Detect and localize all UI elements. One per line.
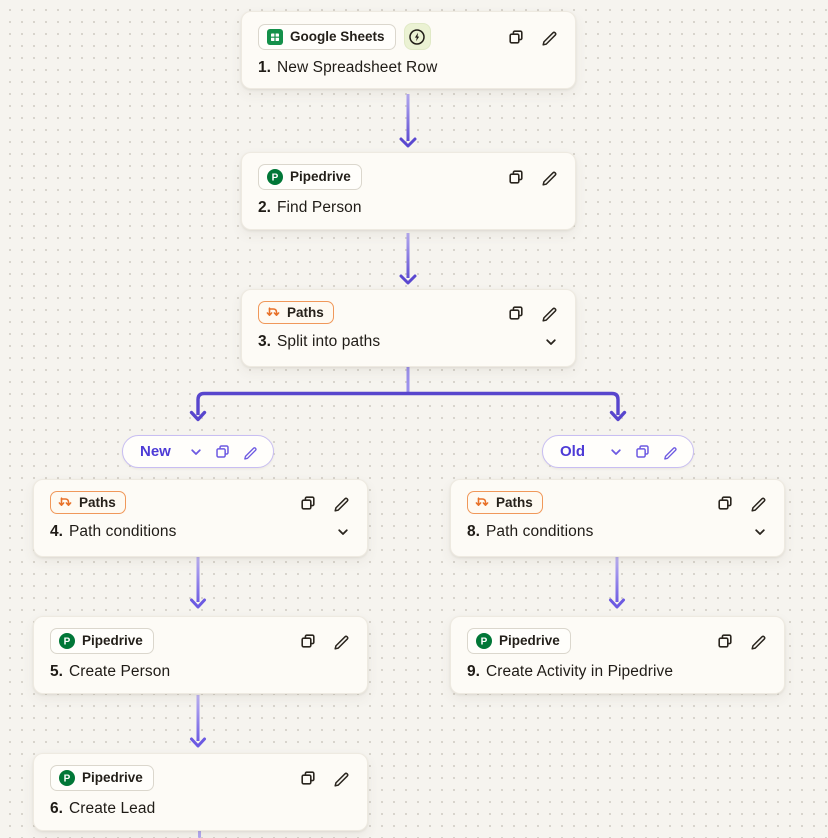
branch-edit-button[interactable] <box>661 443 679 461</box>
branch-label: New <box>140 443 171 460</box>
app-badge-pipedrive[interactable]: Pipedrive <box>50 628 154 654</box>
edit-step-button[interactable] <box>539 167 559 187</box>
app-badge-label: Pipedrive <box>82 633 143 649</box>
app-badge-paths[interactable]: Paths <box>50 491 126 514</box>
copy-step-button[interactable] <box>298 768 318 788</box>
pipedrive-icon <box>476 633 492 649</box>
copy-step-button[interactable] <box>298 631 318 651</box>
collapse-chevron-button[interactable] <box>335 524 351 540</box>
step-number: 1. <box>258 59 271 76</box>
step-number: 6. <box>50 800 63 817</box>
app-badge-pipedrive[interactable]: Pipedrive <box>467 628 571 654</box>
edit-step-button[interactable] <box>748 631 768 651</box>
branch-pill-old[interactable]: Old <box>542 435 694 468</box>
copy-step-button[interactable] <box>506 303 526 323</box>
app-badge-label: Paths <box>496 494 533 510</box>
collapse-chevron-button[interactable] <box>752 524 768 540</box>
step-title: New Spreadsheet Row <box>276 59 438 76</box>
branch-label: Old <box>560 443 585 460</box>
step-card-1[interactable]: Google Sheets 1. New Spreadsheet Row <box>241 11 576 89</box>
copy-step-button[interactable] <box>298 493 318 513</box>
step-card-4[interactable]: Paths 4. Path conditions <box>33 479 368 557</box>
connector-arrow-8-9 <box>609 556 625 609</box>
copy-step-button[interactable] <box>506 27 526 47</box>
google-sheets-icon <box>267 29 283 45</box>
step-number: 4. <box>50 523 63 540</box>
app-badge-pipedrive[interactable]: Pipedrive <box>50 765 154 791</box>
instant-trigger-icon[interactable] <box>403 23 431 50</box>
step-number: 8. <box>467 523 480 540</box>
step-title: Create Lead <box>68 800 156 817</box>
app-badge-label: Pipedrive <box>499 633 560 649</box>
connector-arrow-2-3 <box>399 233 417 285</box>
edit-step-button[interactable] <box>331 493 351 513</box>
branch-chevron-button[interactable] <box>188 444 204 460</box>
step-number: 3. <box>258 333 271 350</box>
app-badge-label: Paths <box>79 494 116 510</box>
connector-arrow-1-2 <box>399 94 417 148</box>
paths-split-icon <box>475 496 489 510</box>
app-badge-label: Google Sheets <box>290 28 385 44</box>
copy-step-button[interactable] <box>715 631 735 651</box>
edit-step-button[interactable] <box>748 493 768 513</box>
branch-chevron-button[interactable] <box>608 444 624 460</box>
step-title: Path conditions <box>68 523 177 540</box>
paths-split-icon <box>266 306 280 320</box>
step-title: Path conditions <box>485 523 594 540</box>
app-badge-pipedrive[interactable]: Pipedrive <box>258 164 362 190</box>
step-card-2[interactable]: Pipedrive 2. Find Person <box>241 152 576 230</box>
branch-copy-button[interactable] <box>213 442 232 461</box>
step-title: Create Activity in Pipedrive <box>485 663 674 680</box>
step-card-8[interactable]: Paths 8. Path conditions <box>450 479 785 557</box>
app-badge-paths[interactable]: Paths <box>467 491 543 514</box>
step-title: Find Person <box>276 199 362 216</box>
step-card-5[interactable]: Pipedrive 5. Create Person <box>33 616 368 694</box>
paths-split-icon <box>58 496 72 510</box>
branch-pill-new[interactable]: New <box>122 435 274 468</box>
step-card-9[interactable]: Pipedrive 9. Create Activity in Pipedriv… <box>450 616 785 694</box>
connector-continuation-stub <box>198 830 201 838</box>
app-badge-google-sheets[interactable]: Google Sheets <box>258 23 396 50</box>
pipedrive-icon <box>59 633 75 649</box>
step-number: 5. <box>50 663 63 680</box>
step-card-3[interactable]: Paths 3. Split into paths <box>241 289 576 367</box>
pipedrive-icon <box>267 169 283 185</box>
pipedrive-icon <box>59 770 75 786</box>
copy-step-button[interactable] <box>715 493 735 513</box>
edit-step-button[interactable] <box>539 303 559 323</box>
app-badge-paths[interactable]: Paths <box>258 301 334 324</box>
step-number: 9. <box>467 663 480 680</box>
edit-step-button[interactable] <box>331 768 351 788</box>
step-title: Create Person <box>68 663 171 680</box>
copy-step-button[interactable] <box>506 167 526 187</box>
branch-copy-button[interactable] <box>633 442 652 461</box>
app-badge-label: Pipedrive <box>82 770 143 786</box>
edit-step-button[interactable] <box>331 631 351 651</box>
connector-arrow-4-5 <box>190 556 206 609</box>
branch-edit-button[interactable] <box>241 443 259 461</box>
step-title: Split into paths <box>276 333 381 350</box>
collapse-chevron-button[interactable] <box>543 334 559 350</box>
step-number: 2. <box>258 199 271 216</box>
connector-arrow-5-6 <box>190 695 206 748</box>
connector-split-branches <box>189 366 627 422</box>
edit-step-button[interactable] <box>539 27 559 47</box>
app-badge-label: Paths <box>287 304 324 320</box>
step-card-6[interactable]: Pipedrive 6. Create Lead <box>33 753 368 831</box>
app-badge-label: Pipedrive <box>290 169 351 185</box>
